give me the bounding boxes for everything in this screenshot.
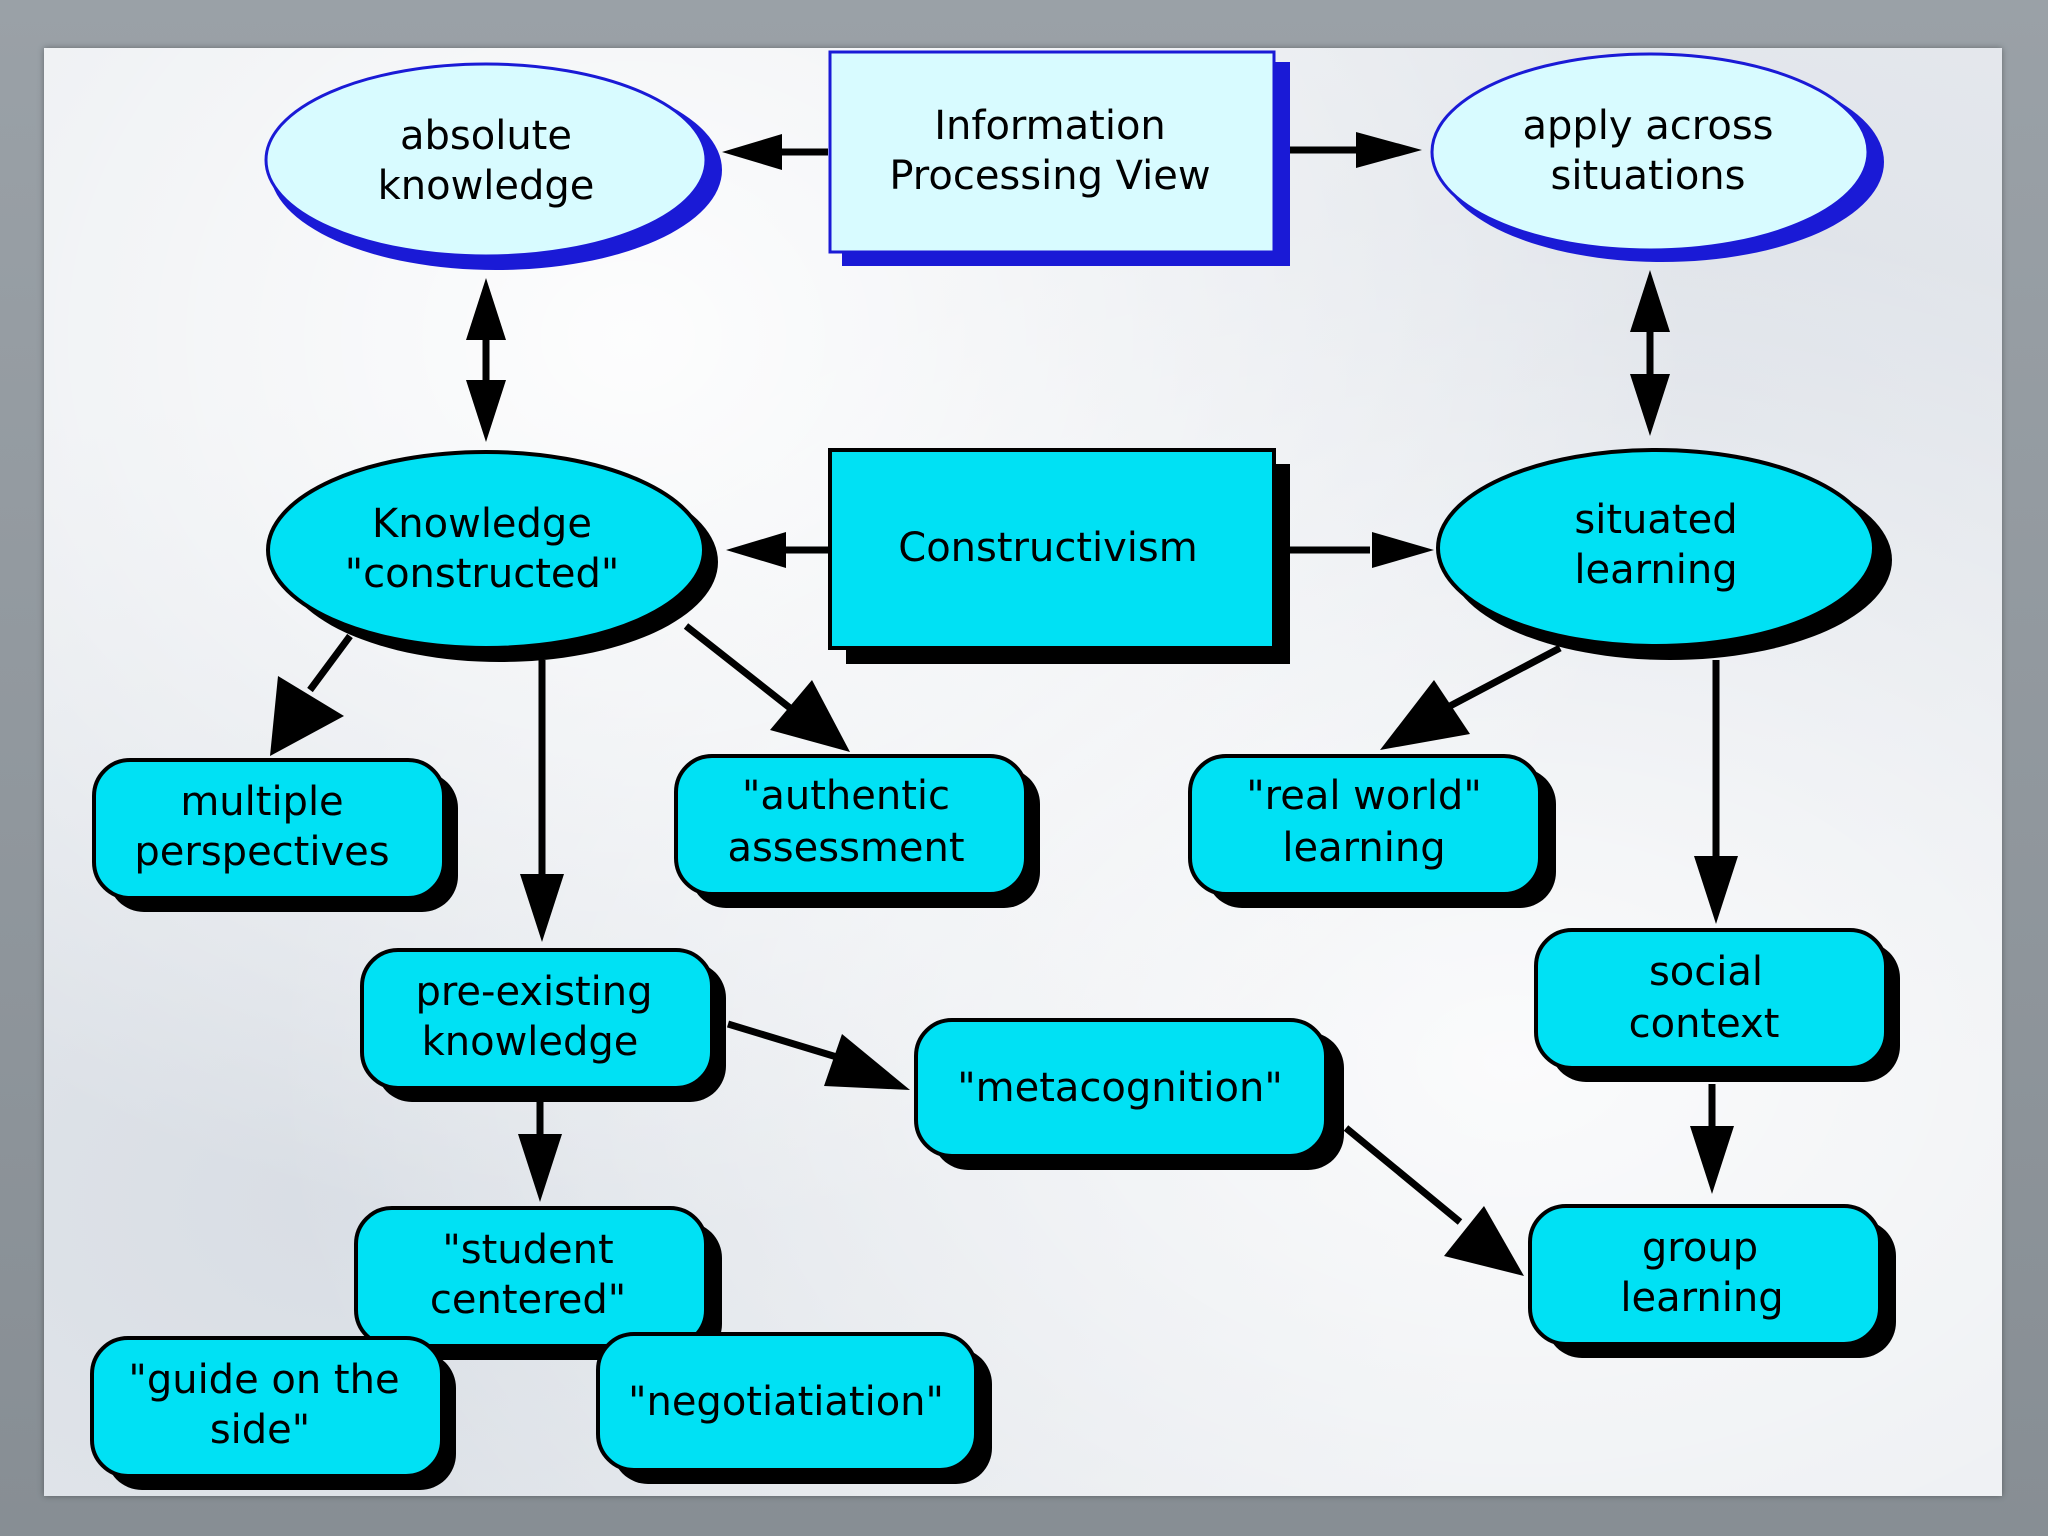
- node-label: assessment: [727, 825, 964, 871]
- arrowhead: [1694, 856, 1738, 924]
- arrowhead: [270, 676, 344, 756]
- node-label: context: [1629, 1001, 1780, 1047]
- edges: [270, 132, 1738, 1276]
- node-label: Information: [934, 103, 1166, 149]
- node-label: "constructed": [345, 551, 620, 597]
- node-label: "metacognition": [957, 1065, 1283, 1111]
- node-label: learning: [1574, 547, 1737, 593]
- node-label: group: [1642, 1225, 1758, 1271]
- node-situated-learning[interactable]: situated learning: [1436, 448, 1892, 660]
- node-metacognition[interactable]: "metacognition": [914, 1018, 1344, 1170]
- node-label: perspectives: [134, 829, 389, 875]
- node-label: absolute: [400, 113, 572, 159]
- edge-preexisting-to-metacognition: [726, 1020, 842, 1062]
- node-negotiation[interactable]: "negotiatiation": [596, 1332, 992, 1484]
- node-information-processing-view[interactable]: Information Processing View: [828, 50, 1290, 266]
- arrowhead: [726, 532, 786, 568]
- arrowhead: [1356, 132, 1422, 168]
- arrowhead: [466, 380, 506, 442]
- node-group-learning[interactable]: group learning: [1528, 1204, 1896, 1358]
- edge-knowledge-to-authentic: [683, 623, 793, 711]
- node-pre-existing-knowledge[interactable]: pre-existing knowledge: [360, 948, 726, 1102]
- node-label: "authentic: [742, 773, 950, 819]
- node-label: social: [1649, 949, 1763, 995]
- node-label: Constructivism: [898, 525, 1197, 571]
- node-label: situated: [1574, 497, 1737, 543]
- node-label: Processing View: [889, 153, 1210, 199]
- node-knowledge-constructed[interactable]: Knowledge "constructed": [266, 450, 718, 662]
- node-label: learning: [1620, 1275, 1783, 1321]
- node-label: multiple: [180, 779, 343, 825]
- node-label: "student: [442, 1227, 613, 1273]
- edge-metacognition-to-group: [1343, 1125, 1463, 1225]
- node-label: "guide on the: [128, 1357, 399, 1403]
- arrowhead: [722, 134, 782, 170]
- arrowhead: [824, 1034, 910, 1090]
- arrowhead: [1380, 680, 1470, 750]
- node-label: learning: [1282, 825, 1445, 871]
- node-label: side": [210, 1407, 310, 1453]
- arrowhead: [518, 1134, 562, 1202]
- arrowhead: [466, 278, 506, 340]
- node-label: apply across: [1522, 103, 1773, 149]
- arrowhead: [520, 874, 564, 942]
- node-label: centered": [430, 1277, 626, 1323]
- edge-situated-to-realworld: [1448, 644, 1562, 710]
- node-authentic-assessment[interactable]: "authentic assessment: [674, 754, 1040, 908]
- arrowhead: [770, 680, 850, 752]
- node-label: Knowledge: [372, 501, 592, 547]
- node-social-context[interactable]: social context: [1534, 928, 1900, 1082]
- node-label: pre-existing: [415, 969, 652, 1015]
- node-constructivism[interactable]: Constructivism: [828, 448, 1290, 664]
- arrowhead: [1690, 1126, 1734, 1194]
- node-label: situations: [1551, 153, 1746, 199]
- arrowhead: [1630, 374, 1670, 436]
- node-real-world-learning[interactable]: "real world" learning: [1188, 754, 1556, 908]
- arrowhead: [1372, 532, 1434, 568]
- node-student-centered[interactable]: "student centered": [354, 1206, 722, 1360]
- node-label: "negotiatiation": [628, 1379, 944, 1425]
- edge-knowledge-to-multiple: [307, 633, 353, 693]
- node-apply-across-situations[interactable]: apply across situations: [1430, 52, 1884, 262]
- node-guide-on-the-side[interactable]: "guide on the side": [90, 1336, 456, 1490]
- node-multiple-perspectives[interactable]: multiple perspectives: [92, 758, 458, 912]
- node-label: "real world": [1246, 773, 1481, 819]
- arrowhead: [1630, 270, 1670, 332]
- node-label: knowledge: [378, 163, 595, 209]
- node-label: knowledge: [422, 1019, 639, 1065]
- node-absolute-knowledge[interactable]: absolute knowledge: [264, 62, 722, 270]
- arrowhead: [1444, 1206, 1524, 1276]
